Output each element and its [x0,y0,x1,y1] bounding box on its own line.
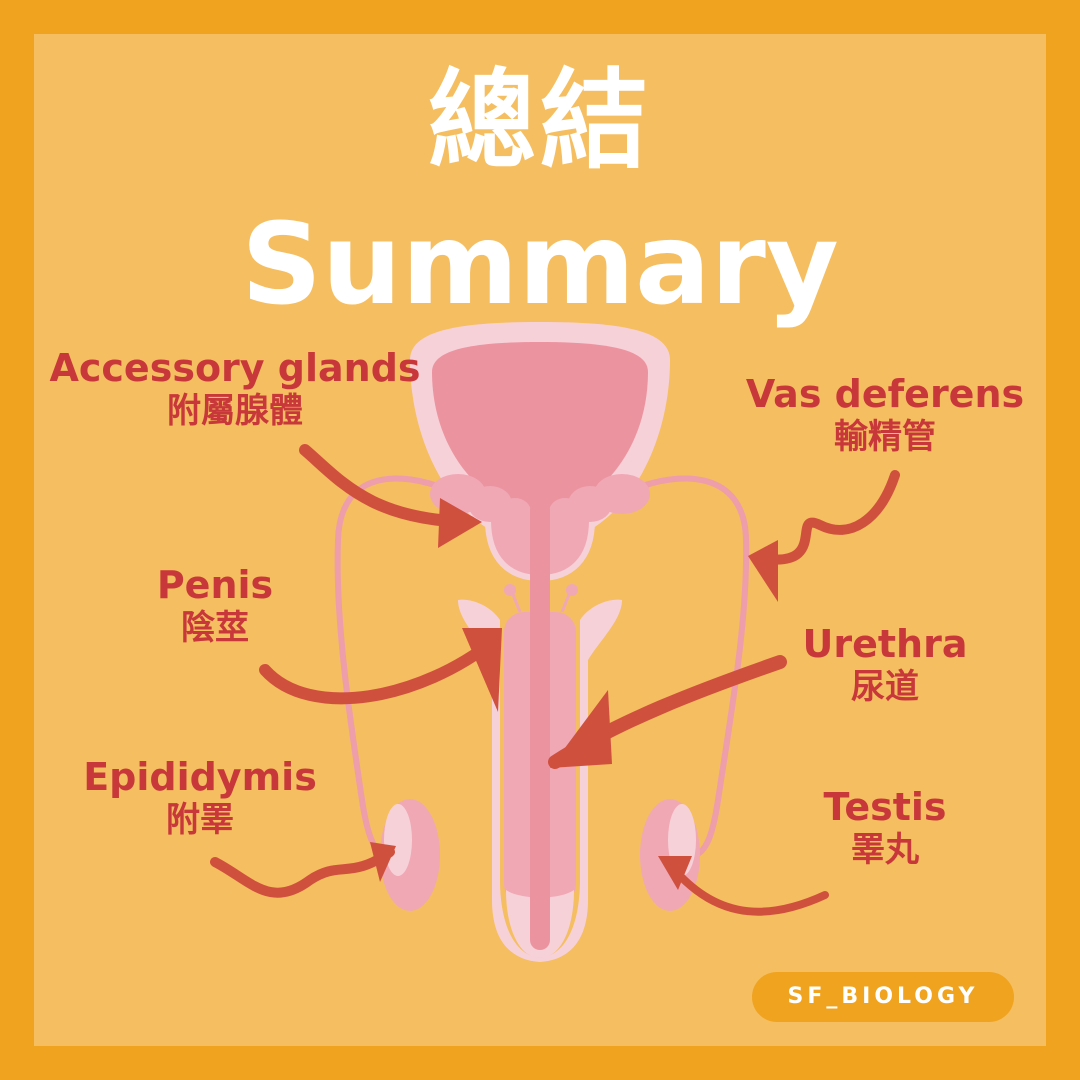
arrow-penis [259,634,501,705]
arrowhead-accessory-glands [438,498,482,548]
vas-deferens-left [334,475,451,861]
seminal-vesicle-right [549,474,650,526]
urethra-tube [530,500,550,950]
arrowhead-testis [658,856,692,890]
label-penis: Penis 陰莖 [156,563,274,648]
label-accessory-glands: Accessory glands 附屬腺體 [49,346,421,431]
arrow-testis [664,858,829,916]
arrowhead-vas-deferens [748,540,778,602]
arrow-epididymis [210,847,395,898]
title-chinese: 總結 [427,59,652,184]
vas-deferens-right [629,475,750,861]
arrow-accessory-glands [299,444,476,528]
bulbourethral-glands [504,584,578,613]
arrow-vas-deferens [755,470,900,565]
arrowhead-epididymis [370,842,396,882]
arrowhead-penis [462,628,502,712]
label-epididymis: Epididymis 附睪 [83,755,317,840]
brand-badge: SF_BIOLOGY [752,972,1014,1022]
arrowhead-urethra [550,690,612,768]
label-urethra: Urethra 尿道 [802,622,968,707]
title-english: Summary [241,200,839,330]
label-testis: Testis 睪丸 [823,785,947,870]
bladder-inner [432,342,648,511]
label-vas-deferens: Vas deferens 輸精管 [745,372,1025,457]
